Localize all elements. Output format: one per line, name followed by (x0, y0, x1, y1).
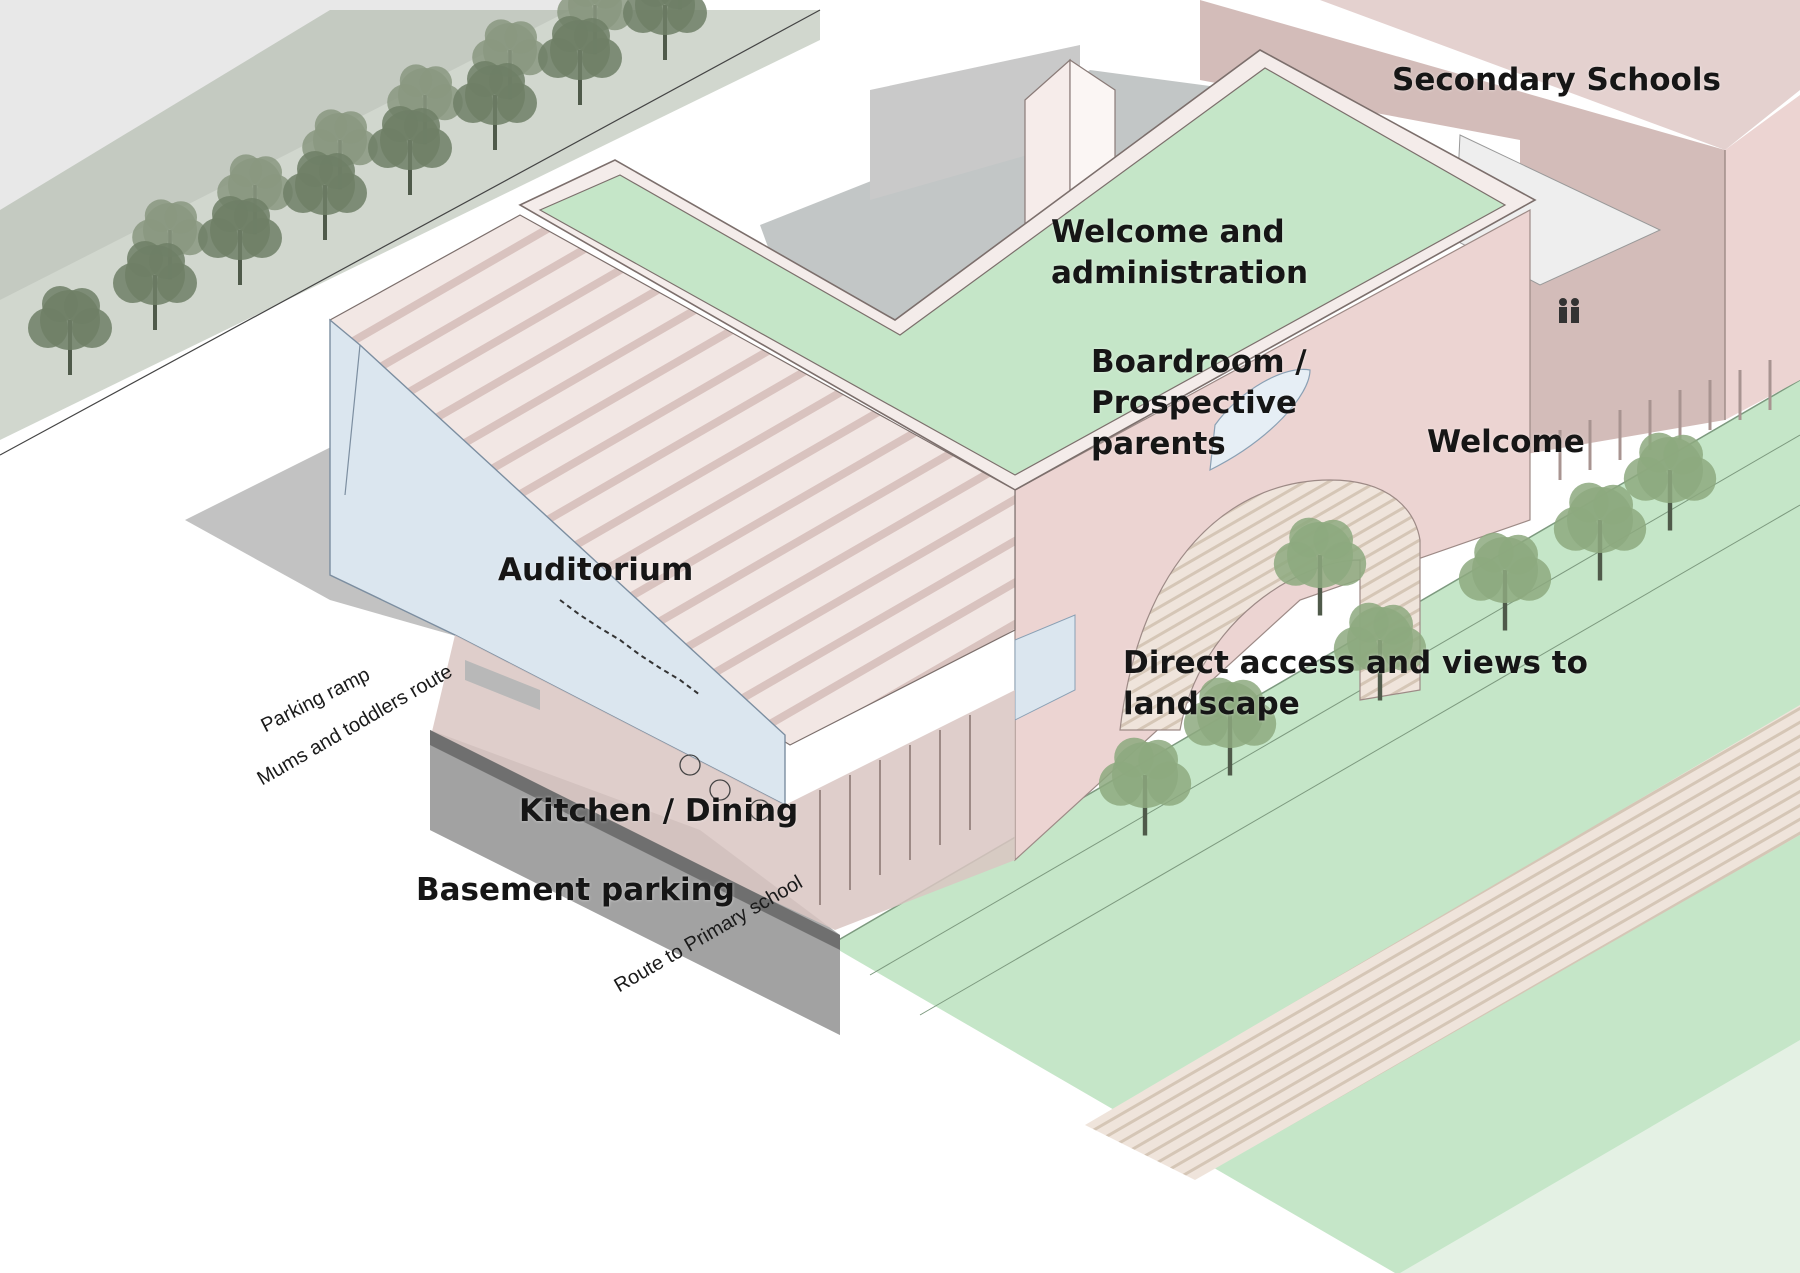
tree-icon (453, 61, 537, 150)
label-secondary-schools: Secondary Schools (1392, 62, 1721, 98)
green-roof (538, 67, 1507, 476)
tree-icon (368, 106, 452, 195)
secondary-school-wall (1200, 0, 1725, 455)
tree-icon (1183, 677, 1277, 776)
tree-icon (1458, 532, 1552, 631)
people-icon (1559, 298, 1579, 323)
tree-icon (1333, 602, 1427, 701)
tree-icon (538, 16, 622, 105)
label-line: landscape (1123, 686, 1300, 722)
label-auditorium: Auditorium (498, 552, 694, 588)
label-direct-access: Direct access and views to landscape (1123, 643, 1588, 725)
label-line: Welcome and (1051, 214, 1285, 250)
tree-icon (623, 0, 707, 60)
label-welcome: Welcome (1427, 424, 1585, 460)
auditorium-seating (559, 599, 701, 696)
label-line: Boardroom / (1091, 344, 1307, 380)
light-lawn-corner (1400, 1040, 1800, 1273)
label-line: administration (1051, 255, 1309, 291)
label-welcome-administration: Welcome and administration (1051, 212, 1308, 294)
basement-parking-slab (430, 730, 840, 1035)
label-line: parents (1091, 426, 1226, 462)
pilotis-colonnade (1558, 360, 1772, 480)
label-line: Prospective (1091, 385, 1298, 421)
tree-icon (1273, 517, 1367, 616)
tree-icon (1623, 432, 1717, 531)
basement-parking-top (430, 730, 840, 950)
courtyard-light (870, 45, 1080, 200)
lawn-line (919, 504, 1800, 1016)
tree-icon (113, 241, 197, 330)
kitchen-dining-floor (430, 635, 1015, 930)
tree-icon (28, 286, 112, 375)
secondary-school-wall (1725, 95, 1800, 420)
label-kitchen-dining: Kitchen / Dining (519, 793, 799, 829)
courtyard (760, 70, 1240, 330)
dining-tables (679, 754, 771, 821)
street-trees (28, 0, 707, 375)
ramp-strip (465, 660, 540, 710)
tree-icon (283, 151, 367, 240)
street-kerb-line (0, 9, 821, 456)
tree-icon (1098, 737, 1192, 836)
secondary-school-roof (1200, 0, 1800, 150)
landscape-trees (1098, 432, 1717, 836)
tree-icon (198, 196, 282, 285)
tree-icon (132, 199, 208, 280)
label-boardroom: Boardroom / Prospective parents (1091, 342, 1307, 465)
facade-mullions (819, 715, 971, 905)
label-basement-parking: Basement parking (416, 872, 735, 908)
tree-canopy-band (0, 10, 820, 440)
boardroom-window (1209, 368, 1311, 472)
label-line: Direct access and views to (1123, 645, 1588, 681)
gable-edge-line (344, 344, 361, 496)
landscape-path (1085, 705, 1800, 1180)
landscape-lawn (830, 380, 1800, 1273)
tree-icon (1553, 482, 1647, 581)
tree-icon (387, 64, 463, 145)
